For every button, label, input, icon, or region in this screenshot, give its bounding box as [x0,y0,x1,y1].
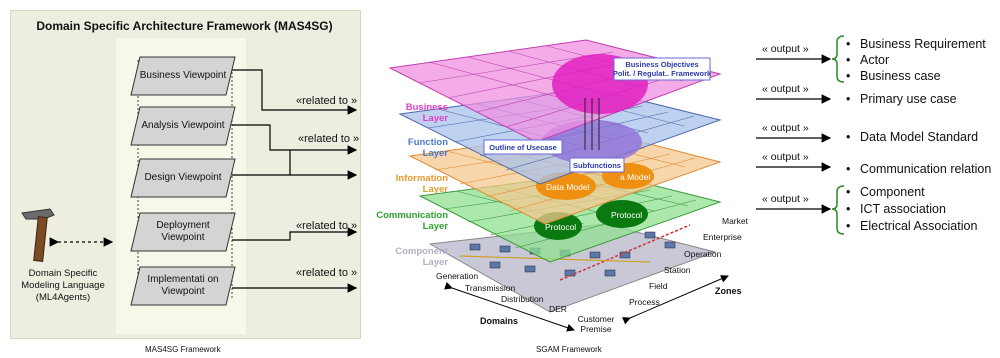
output-arrows [756,35,845,235]
usecase-callout: Outline of Usecase [489,143,557,152]
relation-label: «related to » [298,133,360,145]
sgam-diagram: Protocol Protocol Data Model a Model [388,39,729,332]
output-item: Business case [846,69,941,83]
output-label: « output » [762,122,809,134]
dsml-label: Domain Specific Modeling Language (ML4Ag… [21,268,105,303]
design-viewpoint: Design Viewpoint [130,158,236,198]
output-label: « output » [762,151,809,163]
domain-generation: Generation [436,271,479,281]
panel-title: Domain Specific Architecture Framework (… [36,19,333,33]
hammer-icon [21,208,55,262]
output-item: Actor [846,53,889,67]
output-item: Electrical Association [846,219,977,233]
subfunctions-callout: Subfunctions [573,161,621,170]
domain-distribution: Distribution [501,294,544,304]
zones-axis-label: Zones [715,286,742,296]
zone-market: Market [722,216,748,226]
business-viewpoint: Business Viewpoint [130,56,236,96]
relation-label: «related to » [296,95,358,107]
zone-enterprise: Enterprise [703,232,742,242]
protocol-label-2: Protocol [611,210,642,220]
output-label: « output » [762,193,809,205]
output-item: ICT association [846,202,946,216]
data-model-label-2: a Model [620,172,650,182]
function-layer-label: Function Layer [407,137,448,159]
output-label: « output » [762,83,809,95]
relation-label: «related to » [296,220,358,232]
domain-customer-premise: Customer Premise [577,314,615,334]
component-layer-label: Component Layer [395,246,448,268]
information-layer-label: Information Layer [395,173,448,195]
output-item: Component [846,185,925,199]
data-model-label-1: Data Model [546,182,590,192]
zone-field: Field [649,281,668,291]
zone-process: Process [629,297,660,307]
domain-transmission: Transmission [465,283,516,293]
left-caption: MAS4SG Framework [145,345,221,354]
protocol-label-1: Protocol [545,222,576,232]
business-objectives-callout-l1: Business Objectives [625,60,698,69]
sgam-caption: SGAM Framework [536,345,602,354]
output-item: Business Requirement [846,37,986,51]
zone-operation: Operation [684,249,722,259]
implementation-viewpoint: Implementati on Viewpoint [130,266,236,306]
output-label: « output » [762,43,809,55]
output-item: Data Model Standard [846,130,978,144]
deployment-viewpoint: Deployment Viewpoint [130,212,236,252]
business-layer-label: Business Layer [405,102,448,124]
domain-der: DER [549,304,567,314]
output-item: Communication relation [846,162,991,176]
business-objectives-callout-l2: Polit. / Regulat.. Framework [613,69,712,78]
analysis-viewpoint: Analysis Viewpoint [130,106,236,146]
zone-station: Station [664,265,691,275]
output-item: Primary use case [846,92,956,106]
communication-layer-label: Communication Layer [376,210,448,232]
relation-label: «related to » [296,267,358,279]
domains-axis-label: Domains [480,316,519,326]
